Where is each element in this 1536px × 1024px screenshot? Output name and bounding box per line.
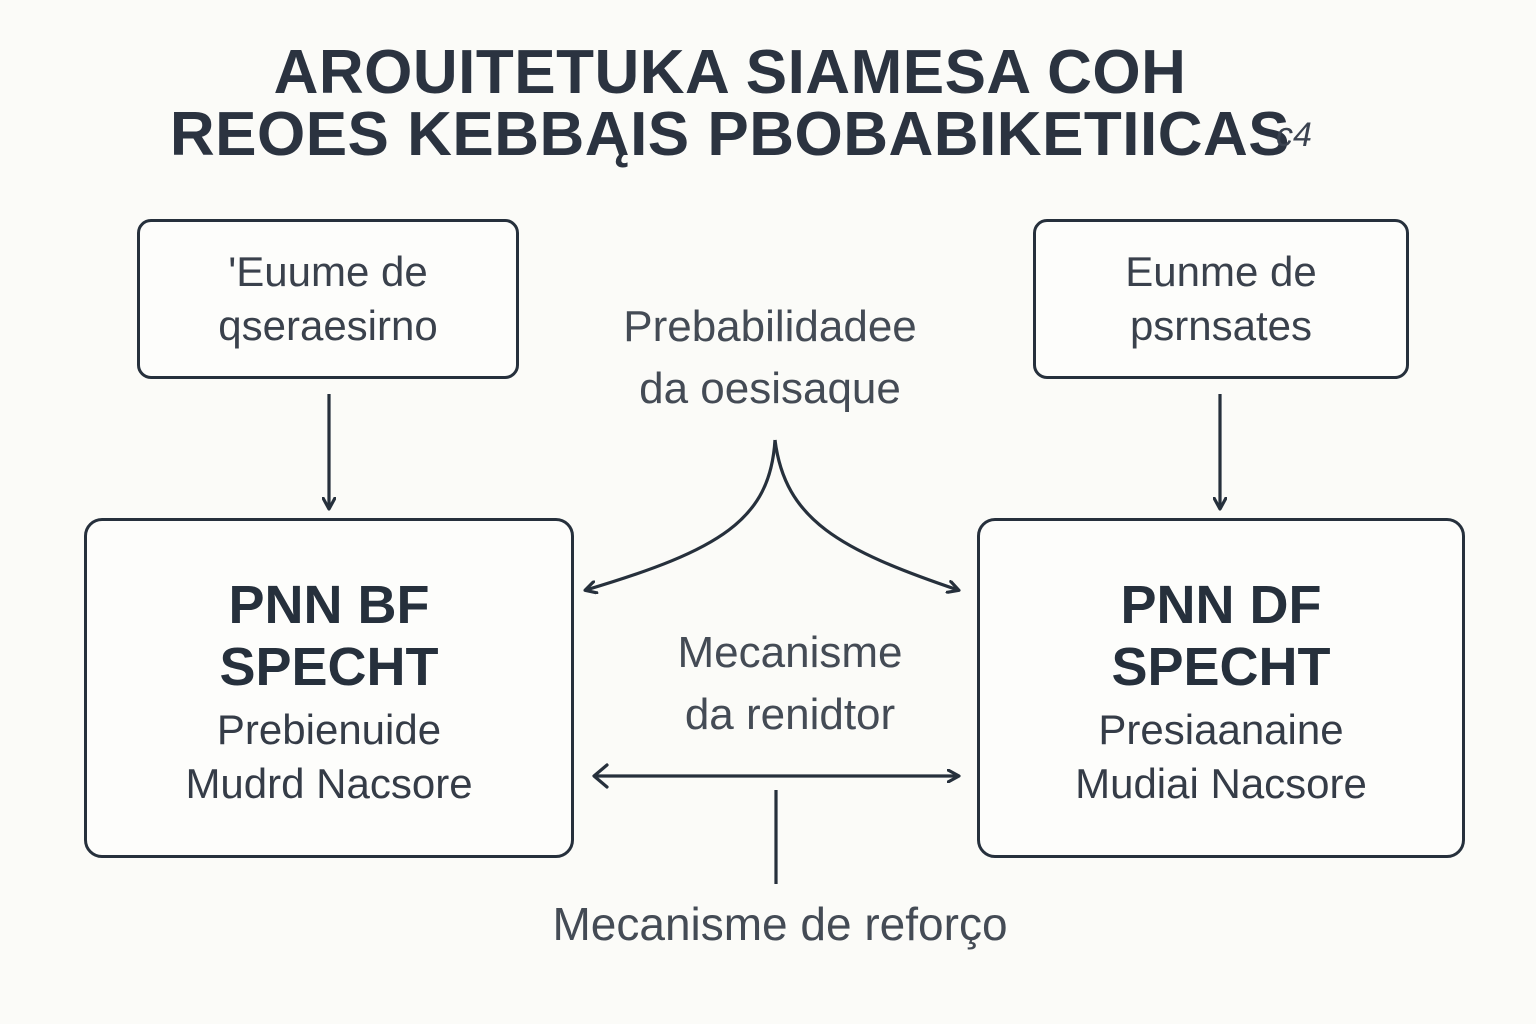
middle-label-line-2: da renidtor <box>684 689 896 739</box>
pnn-box-right: PNN DF SPECHT Presiaanaine Mudiai Nacsor… <box>977 518 1465 858</box>
pnn-right-title-2: SPECHT <box>1111 637 1331 698</box>
input-box-right: Eunme de psrnsates <box>1033 219 1409 379</box>
probability-label-line-1: Prebabilidadee <box>623 302 917 351</box>
input-left-line-2: qseraesirno <box>218 302 438 349</box>
diagram-title-line-2: REOES KEBBĄIS PBOBABIKETIICAS <box>169 100 1291 169</box>
probability-label: Prebabilidadee da oesisaque <box>560 296 980 419</box>
reinforcement-mechanism-label: Mecanisme de reforço <box>552 898 1008 950</box>
arrow-probability-to-left <box>586 439 777 590</box>
pnn-left-subtitle-2: Mudrd Nacsore <box>185 760 473 808</box>
arrow-probability-to-right <box>773 439 958 590</box>
pnn-left-title-2: SPECHT <box>219 637 439 698</box>
pnn-box-left: PNN BF SPECHT Prebienuide Mudrd Nacsore <box>84 518 574 858</box>
diagram-title-line-1: AROUITETUKA SIAMESA COH <box>273 38 1187 107</box>
input-box-left: 'Euume de qseraesirno <box>137 219 519 379</box>
probability-label-line-2: da oesisaque <box>639 363 901 413</box>
input-right-line-1: Eunme de <box>1125 248 1317 296</box>
input-right-line-2: psrnsates <box>1129 302 1313 349</box>
pnn-right-subtitle-2: Mudiai Nacsore <box>1075 760 1367 808</box>
pnn-right-title-1: PNN DF <box>1120 575 1322 636</box>
middle-mechanism-label: Mecanisme da renidtor <box>580 622 1000 745</box>
title-mark: c4 <box>1276 116 1312 154</box>
input-left-line-1: 'Euume de <box>228 248 428 296</box>
pnn-left-subtitle-1: Prebienuide <box>216 705 442 753</box>
middle-label-line-1: Mecanisme <box>677 628 903 677</box>
pnn-right-subtitle-1: Presiaanaine <box>1098 705 1344 753</box>
pnn-left-title-1: PNN BF <box>228 575 430 636</box>
arrowhead-left <box>592 763 609 789</box>
